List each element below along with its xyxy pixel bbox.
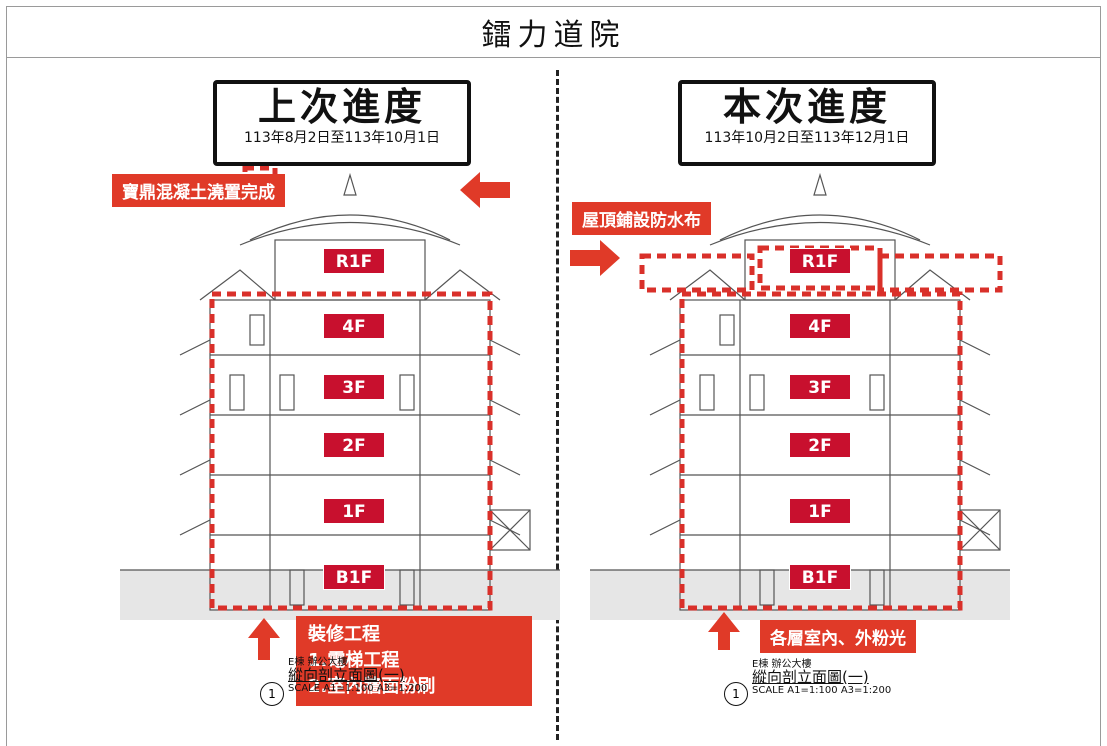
right-caption-number: 1	[724, 682, 748, 706]
left-caption-small: E棟 辦公大樓	[288, 657, 348, 668]
right-floor-2f: 2F	[789, 432, 851, 458]
right-section-drawing	[570, 172, 1010, 650]
left-bottom-tag-line-1: 裝修工程	[308, 624, 380, 645]
left-bottom-tag-line-3: 2.室內牆面粉刷	[308, 676, 436, 697]
left-floor-2f: 2F	[323, 432, 385, 458]
left-bottom-tag: 裝修工程 1.電梯工程 2.室內牆面粉刷	[296, 616, 532, 706]
left-bottom-tag-line-2: 1.電梯工程	[308, 650, 400, 671]
right-floor-b1f: B1F	[789, 564, 851, 590]
right-floor-3f: 3F	[789, 374, 851, 400]
right-caption-small: E棟 辦公大樓	[752, 659, 812, 670]
left-caption-scale: SCALE A1=1:100 A3=1:200	[288, 683, 428, 694]
title-row: 鐳力道院	[7, 7, 1100, 58]
left-header-box: 上次進度 113年8月2日至113年10月1日	[213, 80, 471, 166]
right-caption-title: 縱向剖立面圖(一)	[752, 668, 869, 686]
left-floor-r1f: R1F	[323, 248, 385, 274]
center-divider	[556, 70, 559, 740]
left-floor-1f: 1F	[323, 498, 385, 524]
right-floor-4f: 4F	[789, 313, 851, 339]
right-panel: 本次進度 113年10月2日至113年12月1日 屋頂鋪設防水布 R1F 4F …	[570, 70, 1040, 740]
right-floor-1f: 1F	[789, 498, 851, 524]
right-caption: E棟 辦公大樓 縱向剖立面圖(一) SCALE A1=1:100 A3=1:20…	[752, 658, 891, 697]
left-header-dates: 113年8月2日至113年10月1日	[244, 130, 440, 146]
right-bottom-tag: 各層室內、外粉光	[760, 620, 916, 653]
left-panel: 上次進度 113年8月2日至113年10月1日 寶鼎混凝土澆置完成 R1F 4F…	[100, 70, 570, 740]
left-floor-3f: 3F	[323, 374, 385, 400]
right-caption-scale: SCALE A1=1:100 A3=1:200	[752, 685, 892, 696]
right-header-title: 本次進度	[722, 85, 891, 129]
left-floor-4f: 4F	[323, 313, 385, 339]
left-top-tag: 寶鼎混凝土澆置完成	[112, 174, 285, 207]
right-top-tag: 屋頂鋪設防水布	[572, 202, 711, 235]
left-header-title: 上次進度	[257, 85, 426, 129]
left-caption-number: 1	[260, 682, 284, 706]
left-floor-b1f: B1F	[323, 564, 385, 590]
left-caption: E棟 辦公大樓 縱向剖立面圖(一) SCALE A1=1:100 A3=1:20…	[288, 656, 427, 695]
page-title: 鐳力道院	[481, 18, 626, 53]
left-caption-title: 縱向剖立面圖(一)	[288, 666, 405, 684]
right-floor-r1f: R1F	[789, 248, 851, 274]
right-header-dates: 113年10月2日至113年12月1日	[704, 130, 910, 146]
right-header-box: 本次進度 113年10月2日至113年12月1日	[678, 80, 936, 166]
